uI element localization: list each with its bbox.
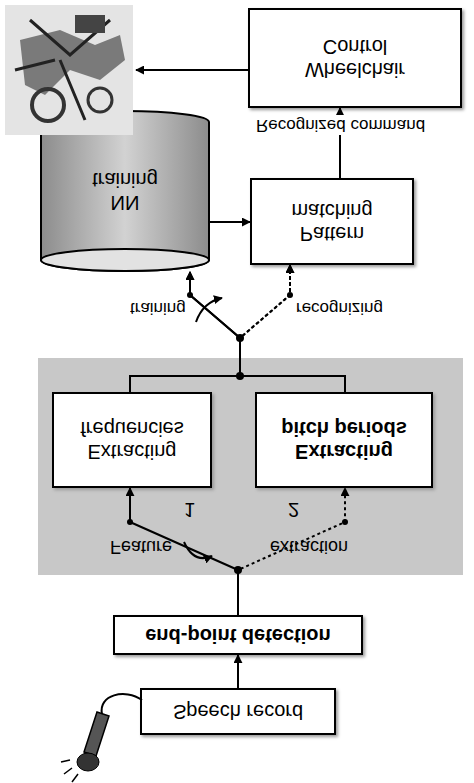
process-box: Speech record	[140, 688, 336, 735]
mic-cable	[102, 694, 142, 714]
node-label: Pattern matching	[277, 199, 387, 245]
output-arrow	[136, 69, 248, 71]
branch-label: recognizing	[296, 298, 383, 318]
switch-contact	[127, 519, 133, 525]
flow-arrow	[190, 272, 345, 392]
switch-arrow	[184, 542, 212, 558]
edge-group	[130, 108, 345, 688]
photo-seat	[75, 15, 105, 33]
callout-number: 2	[288, 498, 299, 521]
cylinder-body	[41, 111, 209, 271]
wheelchair-photo	[5, 5, 133, 135]
flow-arrow	[130, 265, 290, 392]
switch-contact	[342, 519, 348, 525]
flow-arrow	[210, 221, 250, 223]
band-title: extraction	[270, 536, 348, 557]
mic-body	[84, 712, 109, 756]
flow-arrow	[238, 488, 345, 615]
callout-number: 1	[184, 498, 195, 521]
sound-rays	[61, 760, 78, 782]
flow-arrow	[130, 272, 240, 392]
band-title: Feature	[110, 536, 172, 557]
photo-wheel	[32, 89, 64, 121]
flow-arrow	[237, 655, 239, 688]
flow-arrow	[130, 488, 238, 615]
node-label: Extracting frequencies	[62, 417, 202, 463]
flow-arrow	[240, 265, 345, 392]
switch-contact	[287, 292, 293, 298]
database-cylinder: NN training	[40, 110, 210, 272]
junction-dot	[234, 566, 242, 574]
node-label: Extracting pitch periods	[274, 417, 414, 463]
junction-dot	[236, 372, 244, 380]
switch-arrow	[196, 298, 222, 322]
node-label: Wheelchair Control	[290, 35, 420, 81]
process-box: Extracting frequencies	[52, 392, 212, 488]
node-label: end-point detection	[145, 624, 331, 647]
switch-contact	[187, 292, 193, 298]
mic-head	[77, 753, 99, 771]
node-label: Speech record	[173, 700, 303, 723]
process-box: Wheelchair Control	[248, 8, 462, 108]
feature-band: Feature extraction Extracting frequencies E…	[38, 358, 463, 575]
photo-frame-bars	[15, 20, 110, 120]
cylinder-cap	[41, 249, 209, 271]
edge-label: Recognized command	[256, 115, 424, 135]
junction-dot	[236, 334, 244, 342]
process-box: Pattern matching	[250, 178, 414, 265]
photo-body	[20, 30, 125, 95]
branch-label: training	[130, 298, 186, 318]
microphone-icon	[61, 694, 142, 782]
photo-frame	[5, 5, 133, 135]
process-box: Extracting pitch periods	[255, 392, 433, 488]
photo-wheel	[88, 88, 112, 112]
node-label: NN training	[80, 168, 170, 214]
process-box: end-point detection	[113, 615, 363, 655]
